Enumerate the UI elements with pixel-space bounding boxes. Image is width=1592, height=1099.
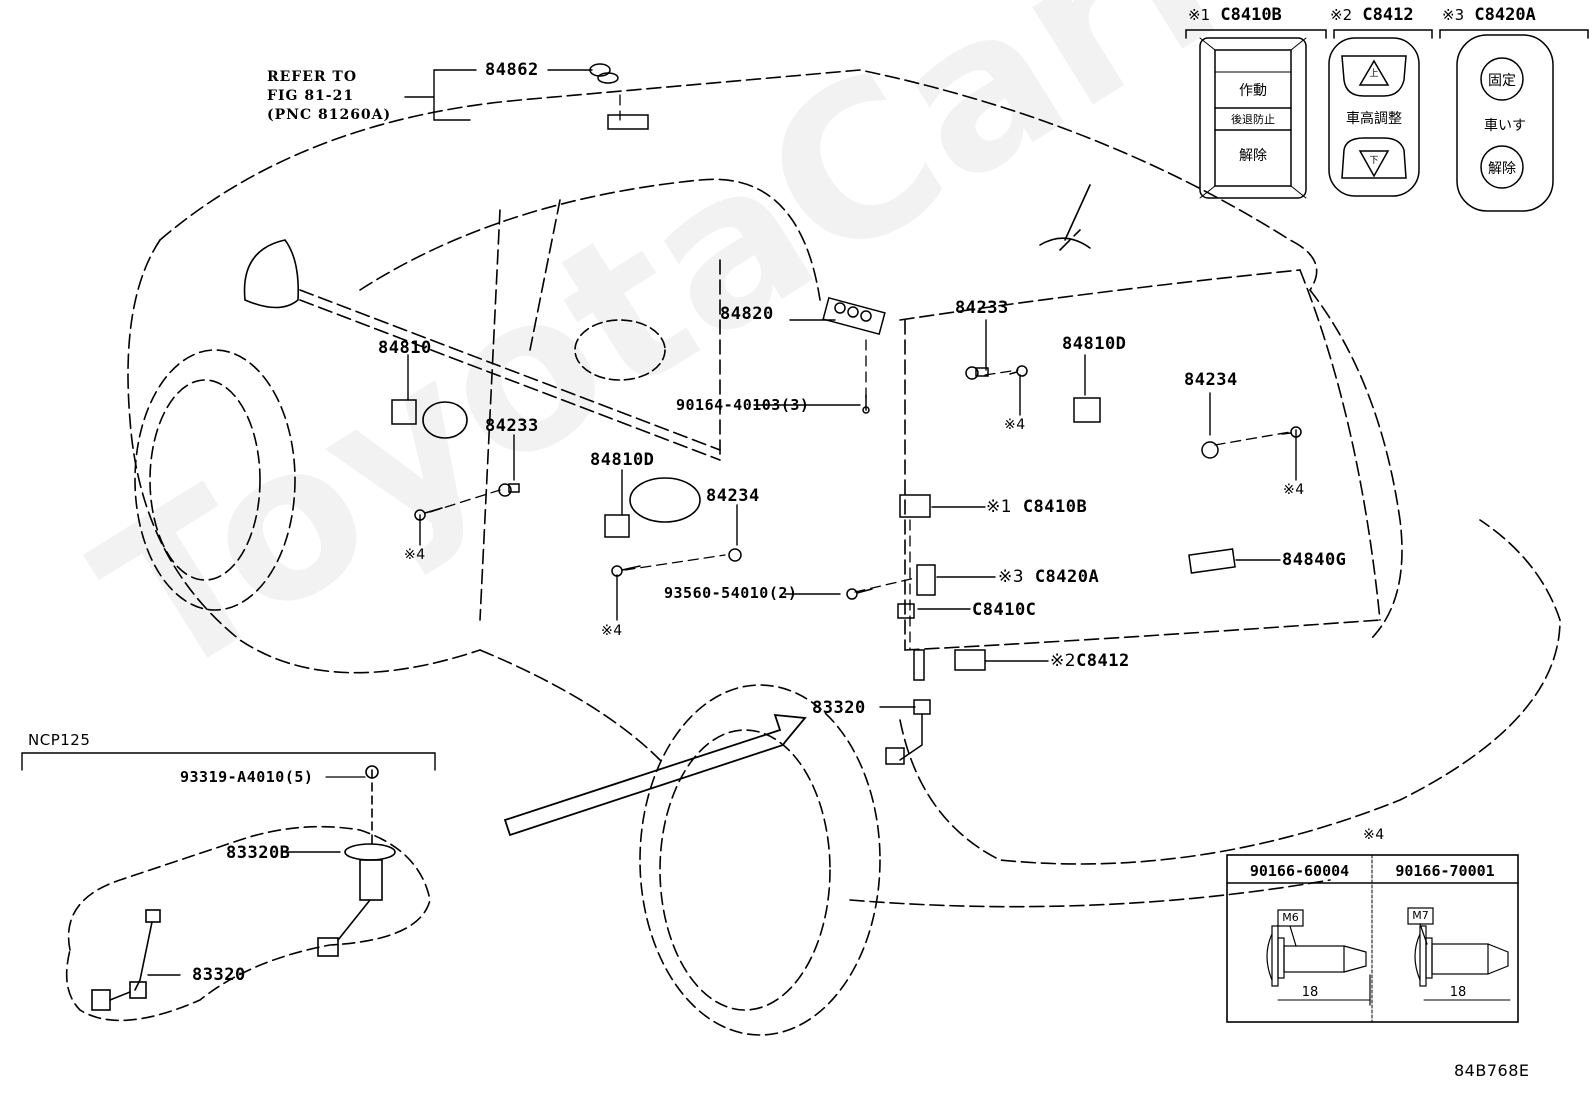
callout-text: C8410B xyxy=(1022,497,1088,517)
part-84234-right xyxy=(1201,441,1219,459)
antenna xyxy=(1039,184,1091,249)
pointer-arrow xyxy=(503,713,807,837)
part-93560-bolt xyxy=(846,588,873,600)
note-mark: ※1 xyxy=(986,497,1013,517)
rear-wheel xyxy=(639,684,881,1036)
callout-text: C8420A xyxy=(1034,567,1100,587)
part-C8410B xyxy=(899,494,931,518)
refer-line-1: REFER TO xyxy=(267,69,358,85)
note-mark-4-right: ※4 xyxy=(1283,482,1305,498)
callout-84820[interactable]: 84820 xyxy=(720,304,774,324)
inset-callout-83320B[interactable]: 83320B xyxy=(226,843,291,863)
inset-callout-83320[interactable]: 83320 xyxy=(192,965,246,985)
part-84233-right xyxy=(965,366,989,380)
switch-C8410B-operate: 作動 xyxy=(1239,83,1267,99)
switch-panels xyxy=(1185,29,1589,212)
callout-84234-right[interactable]: 84234 xyxy=(1184,370,1238,390)
steering-wheel xyxy=(574,319,666,381)
part-C8410C xyxy=(897,603,915,619)
callout-84840G[interactable]: 84840G xyxy=(1282,550,1347,570)
part-84840G xyxy=(1188,548,1236,574)
callout-84862[interactable]: 84862 xyxy=(485,60,539,80)
part-83320-sender xyxy=(885,649,931,765)
part-84233-left xyxy=(498,483,520,497)
bolt-thread-2: M7 xyxy=(1412,909,1429,922)
callout-83320-main[interactable]: 83320 xyxy=(812,698,866,718)
assembly-lines xyxy=(429,94,1291,651)
callout-C8410C[interactable]: C8410C xyxy=(972,600,1037,620)
switch-C8410B-release: 解除 xyxy=(1239,148,1267,164)
switch-title-C8420A: ※3 C8420A xyxy=(1442,5,1536,25)
callout-93560-54010[interactable]: 93560-54010(2) xyxy=(664,584,798,602)
bolt-length-2: 18 xyxy=(1449,985,1467,1000)
note-mark: ※2 xyxy=(1050,651,1077,671)
callout-84810D-left[interactable]: 84810D xyxy=(590,450,655,470)
part-84862-base xyxy=(607,114,649,130)
seat-left xyxy=(422,401,468,439)
switch-C8412-caption: 車高調整 xyxy=(1346,111,1402,127)
refer-line-2: FIG 81-21 xyxy=(267,88,355,104)
part-84862-clip xyxy=(589,63,619,84)
part-screw-right xyxy=(1281,426,1302,438)
inset-title: NCP125 xyxy=(28,731,91,749)
callout-C8412[interactable]: ※2C8412 xyxy=(1050,653,1130,670)
part-90164-screw xyxy=(862,394,870,414)
callout-C8420A[interactable]: ※3 C8420A xyxy=(998,569,1099,586)
note-mark-4-left: ※4 xyxy=(404,547,426,563)
car-outline xyxy=(127,69,1561,908)
ncp125-inset xyxy=(21,752,436,1022)
bolt-table xyxy=(1226,854,1519,1023)
down-arrow-icon: 下 xyxy=(1369,156,1379,166)
callout-C8410B[interactable]: ※1 C8410B xyxy=(986,499,1087,516)
part-84234-mid xyxy=(728,548,742,562)
part-screw-right-center xyxy=(1009,365,1028,377)
callout-84810D-right[interactable]: 84810D xyxy=(1062,334,1127,354)
front-wheel xyxy=(134,349,296,611)
inset-callout-93319[interactable]: 93319-A4010(5) xyxy=(180,768,314,786)
refer-line-3: (PNC 81260A) xyxy=(267,107,392,123)
switch-title-C8412: ※2 C8412 xyxy=(1330,5,1414,25)
switch-C8420A-release: 解除 xyxy=(1488,161,1516,177)
callout-text: C8412 xyxy=(1076,651,1130,671)
callout-84233-right[interactable]: 84233 xyxy=(955,298,1009,318)
bolt-thread-1: M6 xyxy=(1282,911,1299,924)
switch-C8420A-lock: 固定 xyxy=(1488,73,1516,89)
part-84820-switch xyxy=(822,296,886,336)
bolt-table-part-1: 90166-60004 xyxy=(1249,862,1350,880)
switch-title-C8410B: ※1 C8410B xyxy=(1188,5,1282,25)
part-84810-switch xyxy=(391,399,417,425)
up-arrow-icon: 上 xyxy=(1369,69,1379,79)
seat-mid xyxy=(629,477,701,523)
part-84810D-right xyxy=(1073,397,1101,423)
part-C8420A xyxy=(916,564,936,596)
note-mark-4-mid: ※4 xyxy=(601,623,623,639)
callout-84233-left[interactable]: 84233 xyxy=(485,416,539,436)
refer-note: REFER TO FIG 81-21 (PNC 81260A) xyxy=(267,68,391,125)
figure-code: 84B768E xyxy=(1454,1061,1530,1080)
callout-84810[interactable]: 84810 xyxy=(378,338,432,358)
switch-C8420A-caption: 車いす xyxy=(1484,118,1526,134)
side-mirror xyxy=(243,239,300,309)
note-mark-4-center: ※4 xyxy=(1004,417,1026,433)
part-screw-mid xyxy=(611,565,641,577)
bolt-table-part-2: 90166-70001 xyxy=(1395,862,1495,880)
part-C8412 xyxy=(954,649,986,671)
leader-lines xyxy=(404,69,1297,708)
part-screw-left xyxy=(414,507,443,521)
callout-84234-mid[interactable]: 84234 xyxy=(706,486,760,506)
switch-C8410B-anti-rollback: 後退防止 xyxy=(1231,113,1275,126)
part-84810D-left xyxy=(604,514,630,538)
bolt-table-mark: ※4 xyxy=(1363,827,1385,843)
note-mark: ※3 xyxy=(998,567,1025,587)
bolt-length-1: 18 xyxy=(1301,985,1319,1000)
callout-90164-40103[interactable]: 90164-40103(3) xyxy=(676,396,810,414)
